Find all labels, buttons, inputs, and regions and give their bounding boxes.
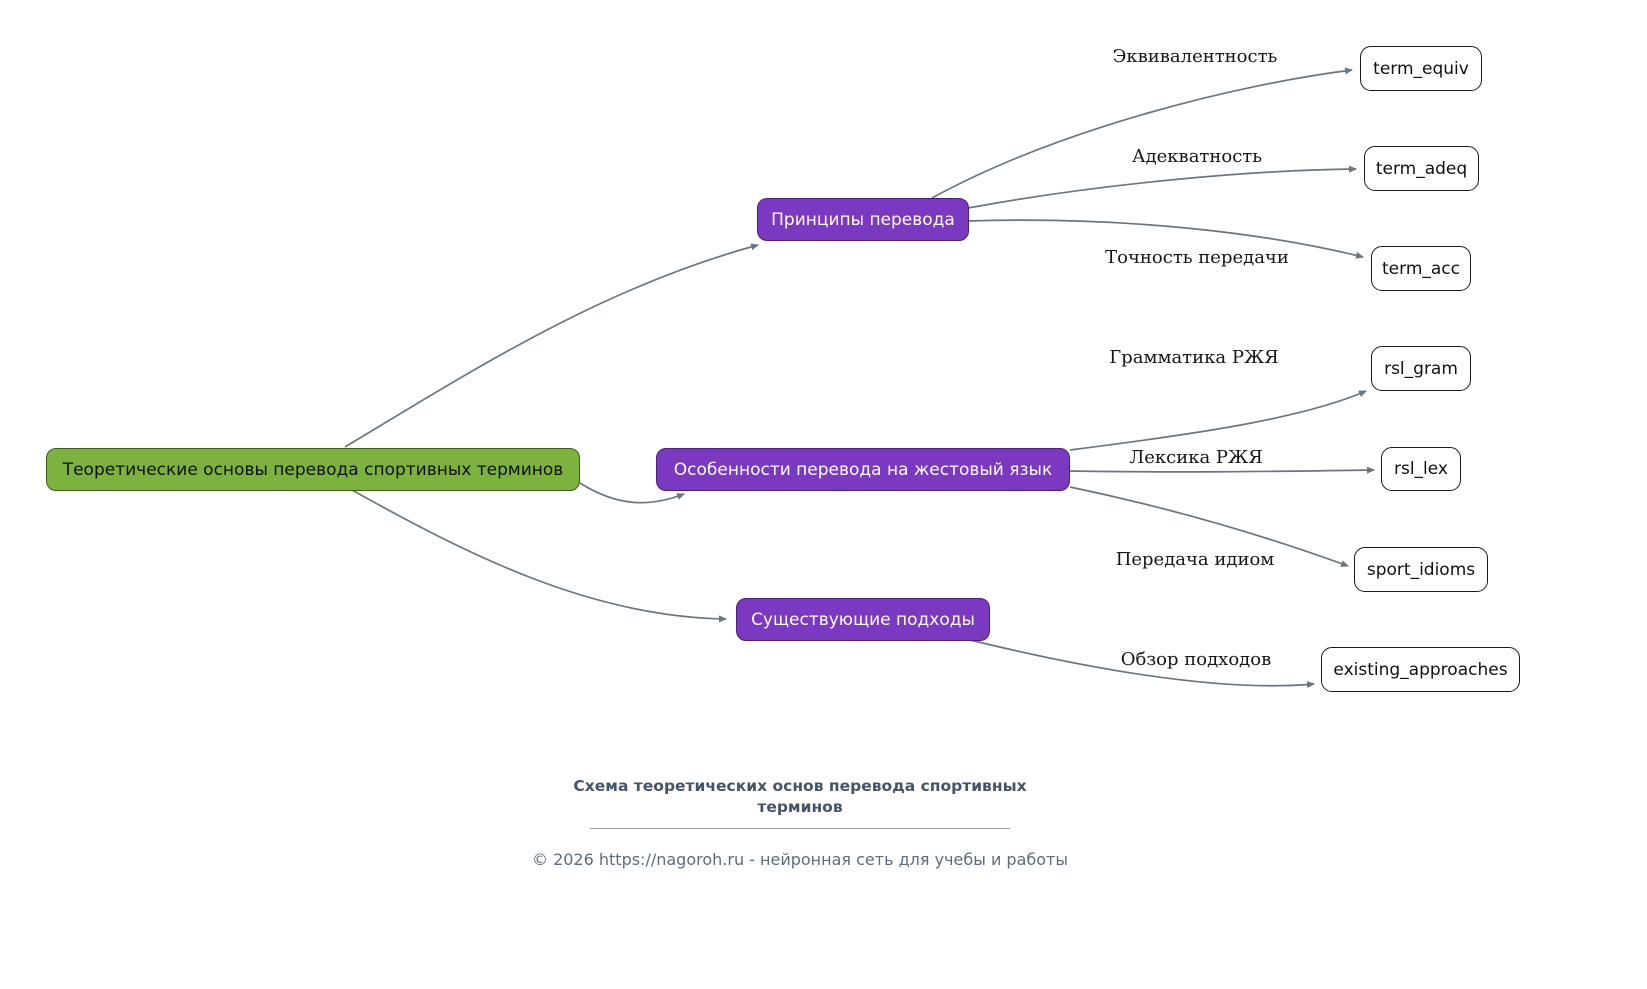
edge-features-rsl-lex [1069,466,1375,474]
edge-label-gram: Грамматика РЖЯ [1109,347,1279,368]
node-sport-idioms: sport_idioms [1354,547,1488,592]
caption-divider [590,828,1010,829]
node-approaches: Существующие подходы [736,598,990,641]
node-term-equiv-label: term_equiv [1373,58,1469,79]
caption-title: Схема теоретических основ перевода спорт… [573,777,1027,816]
edge-label-idioms: Передача идиом [1115,549,1275,570]
node-principles: Принципы перевода [757,198,969,241]
node-rsl-lex: rsl_lex [1381,447,1461,491]
edge-principles-term-adeq [967,165,1357,209]
edge-root-principles [344,243,759,448]
edge-label-adeq: Адекватность [1131,146,1263,167]
node-root: Теоретические основы перевода спортивных… [46,448,580,491]
node-features-label: Особенности перевода на жестовый язык [673,459,1053,480]
node-term-acc: term_acc [1371,246,1471,291]
edge-principles-term-equiv [931,67,1353,199]
edge-approaches-existing [961,637,1315,689]
node-term-adeq-label: term_adeq [1375,158,1468,179]
node-sport-idioms-label: sport_idioms [1366,559,1476,580]
node-root-label: Теоретические основы перевода спортивных… [62,459,564,480]
node-approaches-label: Существующие подходы [751,609,975,630]
edge-label-lex: Лексика РЖЯ [1129,447,1263,468]
node-principles-label: Принципы перевода [771,209,955,230]
edge-features-sport-idioms [1069,486,1349,567]
node-rsl-lex-label: rsl_lex [1393,459,1448,479]
node-term-adeq: term_adeq [1364,146,1479,191]
edge-label-acc: Точность передачи [1105,247,1289,268]
edge-label-equiv: Эквивалентность [1112,46,1278,67]
caption-copyright: © 2026 https://nagoroh.ru - нейронная се… [531,850,1068,869]
node-rsl-gram: rsl_gram [1371,346,1471,391]
node-features: Особенности перевода на жестовый язык [656,448,1070,491]
node-term-equiv: term_equiv [1360,46,1482,91]
caption: Схема теоретических основ перевода спорт… [540,776,1060,818]
node-existing-approaches: existing_approaches [1321,647,1520,692]
edge-root-approaches [351,489,727,623]
edge-features-rsl-gram [1069,390,1367,451]
edge-root-features [579,482,685,504]
edge-label-overview: Обзор подходов [1120,649,1272,670]
node-existing-approaches-label: existing_approaches [1333,659,1508,680]
edge-principles-term-acc [967,219,1364,259]
node-rsl-gram-label: rsl_gram [1384,358,1458,379]
node-term-acc-label: term_acc [1382,258,1460,279]
